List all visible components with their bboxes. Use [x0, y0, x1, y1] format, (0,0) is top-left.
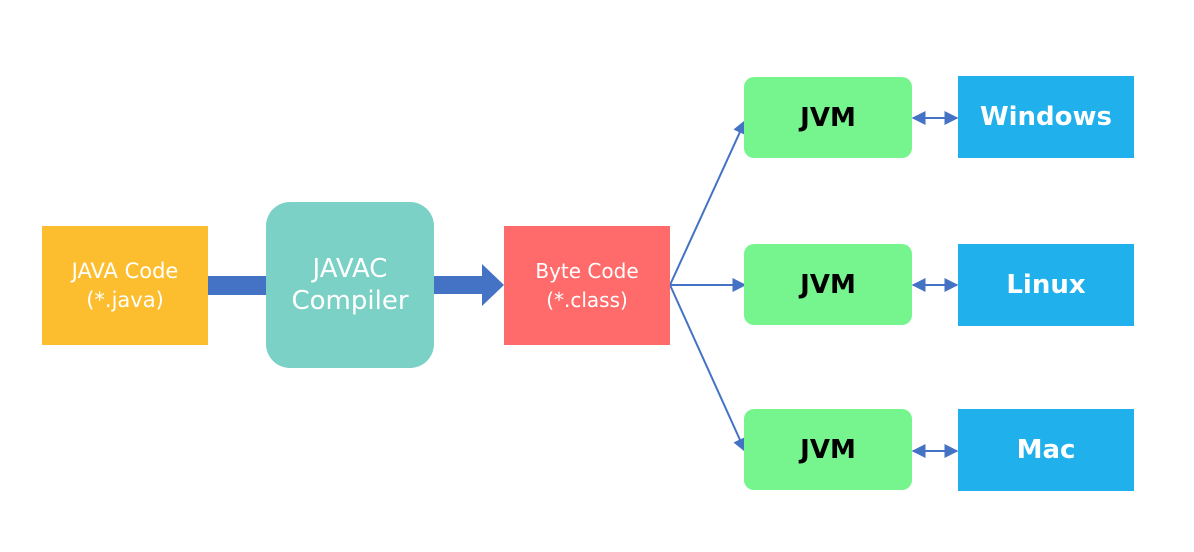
os-box-mac: Mac [958, 409, 1134, 491]
os-box-linux: Linux [958, 244, 1134, 326]
os-label-windows: Windows [979, 102, 1113, 132]
jvm-label: JVM [800, 434, 856, 465]
jvm-box-linux: JVM [744, 244, 912, 325]
bytecode-to-jvm-windows-arrow [669, 119, 747, 286]
java-code-extension: (*.java) [86, 287, 164, 312]
os-box-windows: Windows [958, 76, 1134, 158]
java-code-box: JAVA Code (*.java) [42, 226, 208, 345]
os-label-linux: Linux [1006, 270, 1086, 300]
compiler-to-bytecode-arrow [434, 264, 504, 306]
bytecode-to-jvm-mac-arrow [669, 284, 747, 453]
javac-compiler-box: JAVAC Compiler [266, 202, 434, 368]
jvm-box-mac: JVM [744, 409, 912, 490]
javac-subtitle: Compiler [291, 286, 409, 316]
jvm-label: JVM [800, 102, 856, 133]
byte-code-title: Byte Code [535, 258, 639, 283]
jvm-box-windows: JVM [744, 77, 912, 158]
jvm-label: JVM [800, 269, 856, 300]
os-label-mac: Mac [1016, 435, 1076, 465]
java-code-title: JAVA Code [71, 258, 179, 283]
source-to-compiler-arrow [208, 276, 266, 295]
byte-code-extension: (*.class) [546, 287, 628, 312]
byte-code-box: Byte Code (*.class) [504, 226, 670, 345]
javac-title: JAVAC [312, 254, 388, 284]
